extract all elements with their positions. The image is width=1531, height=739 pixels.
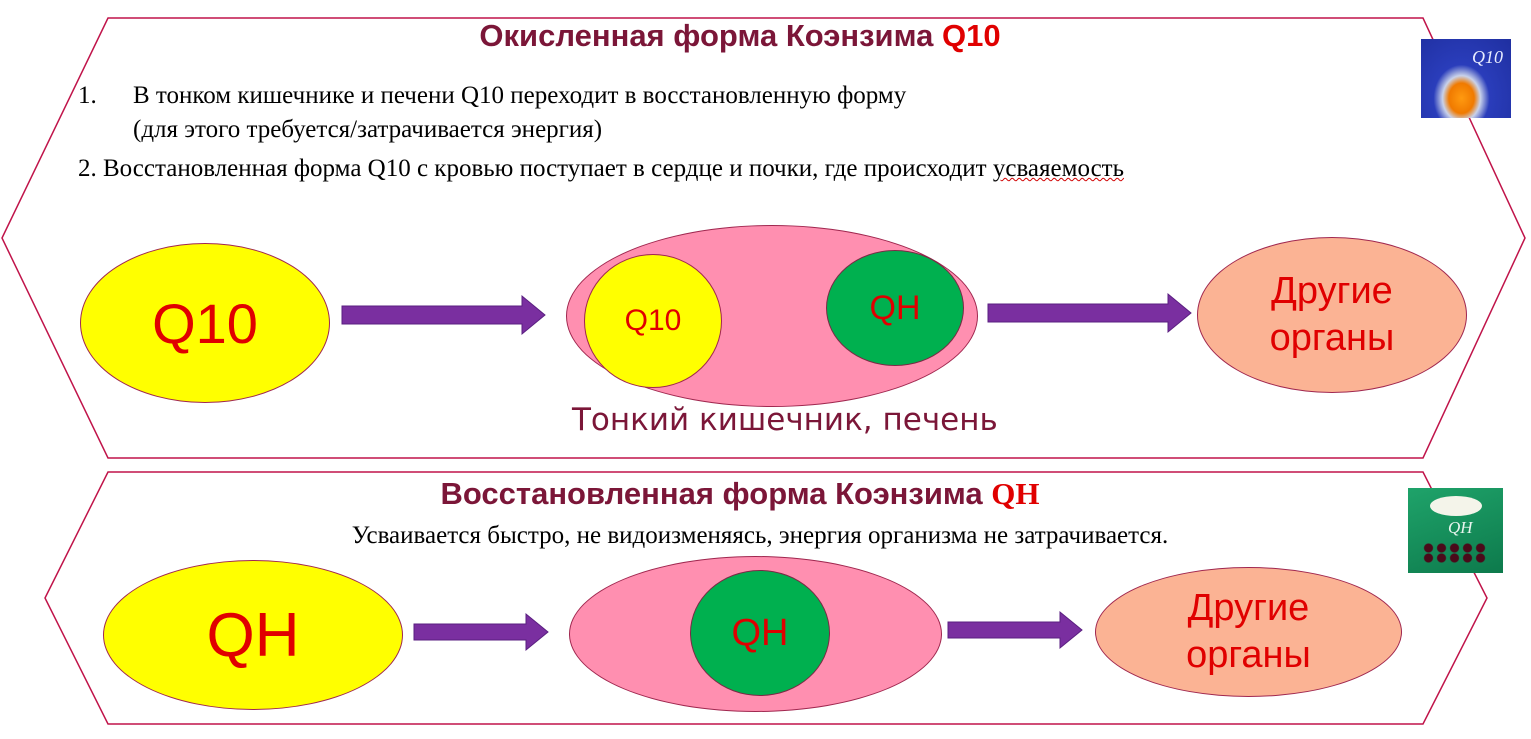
bottom-title: Восстановленная форма Коэнзима QH xyxy=(0,476,1480,512)
bottom-title-accent: QH xyxy=(991,476,1040,511)
bottom-title-main: Восстановленная форма Коэнзима xyxy=(440,476,992,511)
other-organs-line1: Другие xyxy=(1271,269,1393,312)
intestine-liver-caption: Тонкий кишечник, печень xyxy=(572,402,998,438)
top-title-accent: Q10 xyxy=(941,18,1001,53)
list-item-1-line2: (для этого требуется/затрачивается энерг… xyxy=(133,116,603,143)
kaneka-qh-product-image: QH xyxy=(1408,488,1503,573)
capsules xyxy=(1422,543,1488,563)
qh-source-node: QH xyxy=(103,560,403,710)
qh-logo-lettering: QH xyxy=(1448,518,1473,537)
list-item-1-number: 1. xyxy=(78,82,97,109)
arrow-right xyxy=(987,292,1192,334)
list-item-2-word: усваяемость xyxy=(992,155,1124,182)
top-title-main: Окисленная форма Коэнзима xyxy=(479,18,942,53)
other-organs-node: Другие органы xyxy=(1197,237,1467,393)
q10-logo-lettering: Q10 xyxy=(1472,47,1503,67)
other-organs-line2: органы xyxy=(1269,317,1395,359)
other-organs-line1: Другие xyxy=(1187,586,1310,629)
qh-inner-node: QH xyxy=(826,250,964,366)
powder-dish xyxy=(1430,496,1482,516)
q10-inner-node: Q10 xyxy=(584,254,722,388)
arrow-right xyxy=(341,294,546,336)
top-title: Окисленная форма Коэнзима Q10 xyxy=(0,18,1480,54)
list-item-2: 2. Восстановленная форма Q10 с кровью по… xyxy=(78,155,1124,183)
bottom-description: Усваивается быстро, не видоизменяясь, эн… xyxy=(351,522,1169,549)
q10-source-node: Q10 xyxy=(80,243,330,403)
kaneka-q10-product-image: Q10 xyxy=(1421,39,1511,118)
list-item-1-line1: В тонком кишечнике и печени Q10 переходи… xyxy=(133,82,907,109)
arrow-right xyxy=(947,610,1083,650)
other-organs-line2: органы xyxy=(1186,634,1311,676)
qh-inner-node-bottom: QH xyxy=(690,570,830,696)
other-organs-node-bottom: Другие органы xyxy=(1095,567,1402,697)
arrow-right xyxy=(413,612,549,652)
list-item-2-text: 2. Восстановленная форма Q10 с кровью по… xyxy=(78,155,993,182)
